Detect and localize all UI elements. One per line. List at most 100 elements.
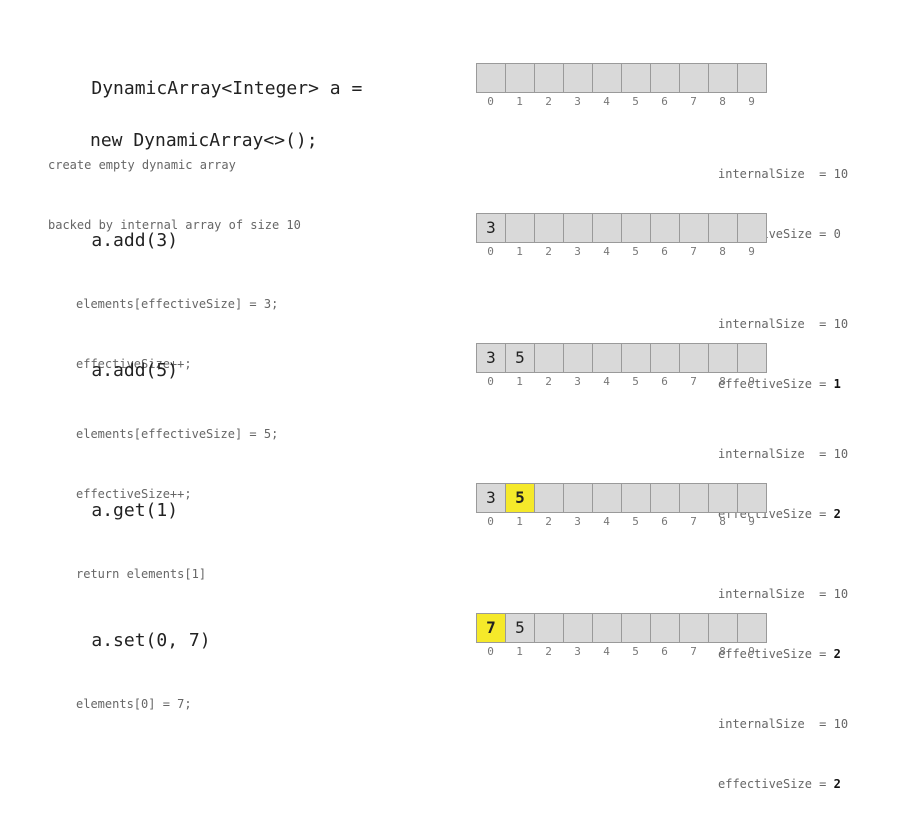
array-index-label: 6 [661,515,668,528]
array-index-label: 1 [516,95,523,108]
array-cell [679,63,709,93]
heading-line: a.get(1) [91,500,179,521]
array-index-label: 1 [516,645,523,658]
step-description: create empty dynamic array backed by int… [48,115,301,275]
array-cell [621,213,651,243]
array-index-label: 3 [574,645,581,658]
array-cell: 5 [505,343,535,373]
effective-size-value: 2 [833,507,841,521]
array-index-label: 3 [574,375,581,388]
array-index-label: 4 [603,375,610,388]
array-cell [679,213,709,243]
array-cell [505,63,535,93]
array-index-label: 6 [661,245,668,258]
internal-size-label: internalSize = [718,317,834,331]
array-index-label: 8 [719,245,726,258]
array-cell: 5 [505,613,535,643]
array-cell [708,613,738,643]
internal-size-line: internalSize = 10 [718,444,848,464]
internal-size-value: 10 [833,317,849,331]
array-cell [592,483,622,513]
array-index-label: 1 [516,375,523,388]
array-cell [592,213,622,243]
array-cell: 3 [476,213,506,243]
effective-size-label: effectiveSize = [718,377,834,391]
step-heading: DynamicArray<Integer> a = new DynamicArr… [48,50,362,206]
description-line: backed by internal array of size 10 [48,218,301,232]
effective-size-value: 0 [833,227,841,241]
array-cell [592,63,622,93]
array-index-label: 2 [545,95,552,108]
array-cell [737,343,767,373]
code-line: elements[effectiveSize] = 5; [76,427,279,441]
step-heading: a.add(5) [48,332,178,410]
array-cell [737,63,767,93]
array-index-label: 4 [603,645,610,658]
size-stats: internalSize = 10 effectiveSize = 0 [718,124,848,284]
array-cell [534,213,564,243]
internal-size-line: internalSize = 10 [718,164,848,184]
array-cell [563,213,593,243]
code-line: elements[effectiveSize] = 3; [76,297,279,311]
step-code: elements[effectiveSize] = 5; effectiveSi… [76,384,278,544]
array-index-label: 1 [516,515,523,528]
effective-size-line: effectiveSize = 2 [718,644,848,664]
code-line: return elements[1] [76,567,207,581]
array-index-label: 3 [574,95,581,108]
array-cell [708,213,738,243]
internal-size-label: internalSize = [718,167,834,181]
code-line: effectiveSize++; [76,357,192,371]
array-index-label: 4 [603,245,610,258]
array-index-label: 8 [719,645,726,658]
array-cell [592,343,622,373]
internal-size-value: 10 [833,587,849,601]
array-cell: 3 [476,483,506,513]
step-heading: a.add(3) [48,202,178,280]
array-cell: 3 [476,343,506,373]
heading-line: DynamicArray<Integer> a = [91,78,363,99]
array-index-label: 0 [487,95,494,108]
array-cell [534,343,564,373]
array-index-label: 2 [545,515,552,528]
array-index-label: 2 [545,645,552,658]
effective-size-line: effectiveSize = 1 [718,374,848,394]
array-cell [708,63,738,93]
step-heading: a.set(0, 7) [48,602,211,680]
array-index-label: 6 [661,95,668,108]
array-index-label: 8 [719,95,726,108]
array-cell [563,483,593,513]
array-cell [650,63,680,93]
array-cell [621,343,651,373]
step-code: elements[effectiveSize] = 3; effectiveSi… [76,254,278,414]
array-index-label: 7 [690,95,697,108]
effective-size-label: effectiveSize = [718,777,834,791]
heading-line: a.add(5) [91,360,179,381]
array-cell [534,63,564,93]
internal-size-label: internalSize = [718,717,834,731]
array-index-label: 6 [661,645,668,658]
array-index-label: 9 [748,245,755,258]
array-index-label: 5 [632,245,639,258]
size-stats: internalSize = 10 effectiveSize = 2 [718,544,848,704]
array-cell [621,613,651,643]
size-stats: internalSize = 10 effectiveSize = 2 [718,674,848,834]
array-index-label: 7 [690,375,697,388]
internal-size-value: 10 [833,167,849,181]
heading-line: a.set(0, 7) [91,630,211,651]
array-index-label: 1 [516,245,523,258]
array-cell-highlighted: 7 [476,613,506,643]
effective-size-value: 2 [833,777,841,791]
code-line: effectiveSize++; [76,487,192,501]
array-cell [534,613,564,643]
step-code: elements[0] = 7; [76,654,192,754]
array-index-label: 0 [487,245,494,258]
array-row: 3 [476,213,767,243]
step-heading: a.get(1) [48,472,178,550]
array-cell [650,343,680,373]
array-cell [505,213,535,243]
array-index-label: 9 [748,95,755,108]
